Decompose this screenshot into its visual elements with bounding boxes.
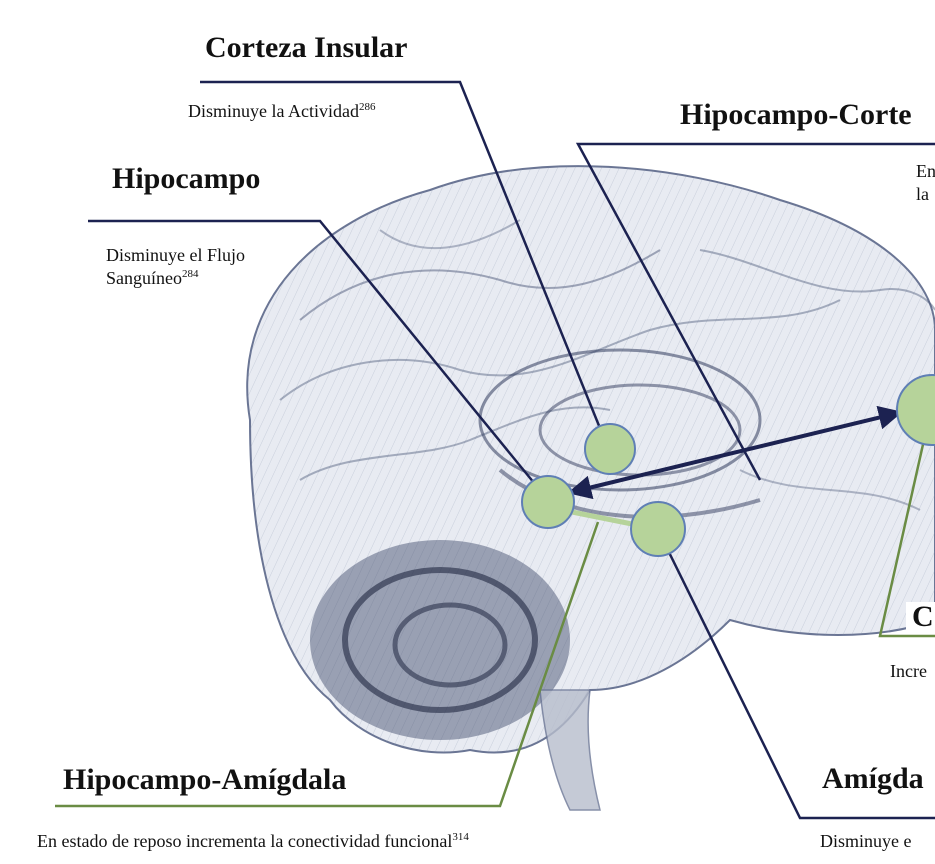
nodes xyxy=(521,374,935,557)
label-hipocampo-corteza-title: Hipocampo-Corte xyxy=(680,98,912,131)
leader-corteza-right xyxy=(878,439,935,638)
leader-corteza-insular xyxy=(200,80,610,449)
hipocampo-desc-line1: Disminuye el Flujo xyxy=(106,245,245,265)
arrow-hipocampo-corteza xyxy=(567,405,903,500)
leader-hipocampo-amigdala xyxy=(55,521,600,808)
label-hipocampo-corteza-desc: En la xyxy=(908,160,935,211)
label-corteza-insular-title: Corteza Insular xyxy=(205,31,408,64)
node-amigdala xyxy=(630,501,686,557)
label-corteza-right-title: C xyxy=(906,602,935,632)
hipocampo-ref: 284 xyxy=(182,268,199,281)
label-amigdala-title: Amígda xyxy=(822,762,924,795)
node-hipocampo xyxy=(521,475,575,529)
hipocampo-desc-line2: Sanguíneo xyxy=(106,268,182,289)
label-corteza-right-desc: Incre xyxy=(890,661,927,681)
hipocampo-corteza-desc-line1: En xyxy=(916,161,935,181)
leader-hipocampo xyxy=(88,219,549,501)
node-corteza-insular xyxy=(584,423,636,475)
label-hipocampo-title: Hipocampo xyxy=(112,162,261,195)
leader-lines xyxy=(55,80,935,820)
hipocampo-amigdala-desc-text: En estado de reposo incrementa la conect… xyxy=(37,831,453,851)
label-hipocampo-desc: Disminuye el Flujo Sanguíneo284 xyxy=(100,238,255,299)
arrow-hipocampo-amigdala xyxy=(571,509,633,527)
corteza-insular-ref: 286 xyxy=(358,101,376,113)
label-amigdala-desc: Disminuye e xyxy=(820,831,912,851)
label-corteza-insular-desc: Disminuye la Actividad286 xyxy=(188,100,375,123)
hipocampo-corteza-desc-line2: la xyxy=(916,184,929,205)
leader-hipocampo-corteza xyxy=(575,142,935,481)
node-corteza-prefrontal xyxy=(896,374,935,446)
corteza-insular-desc-text: Disminuye la Actividad xyxy=(188,101,359,121)
connection-arrows xyxy=(567,405,903,527)
label-hipocampo-amigdala-desc: En estado de reposo incrementa la conect… xyxy=(37,830,469,853)
label-hipocampo-amigdala-title: Hipocampo-Amígdala xyxy=(63,763,347,796)
hipocampo-amigdala-ref: 314 xyxy=(452,831,469,843)
leader-amigdala xyxy=(656,529,935,820)
